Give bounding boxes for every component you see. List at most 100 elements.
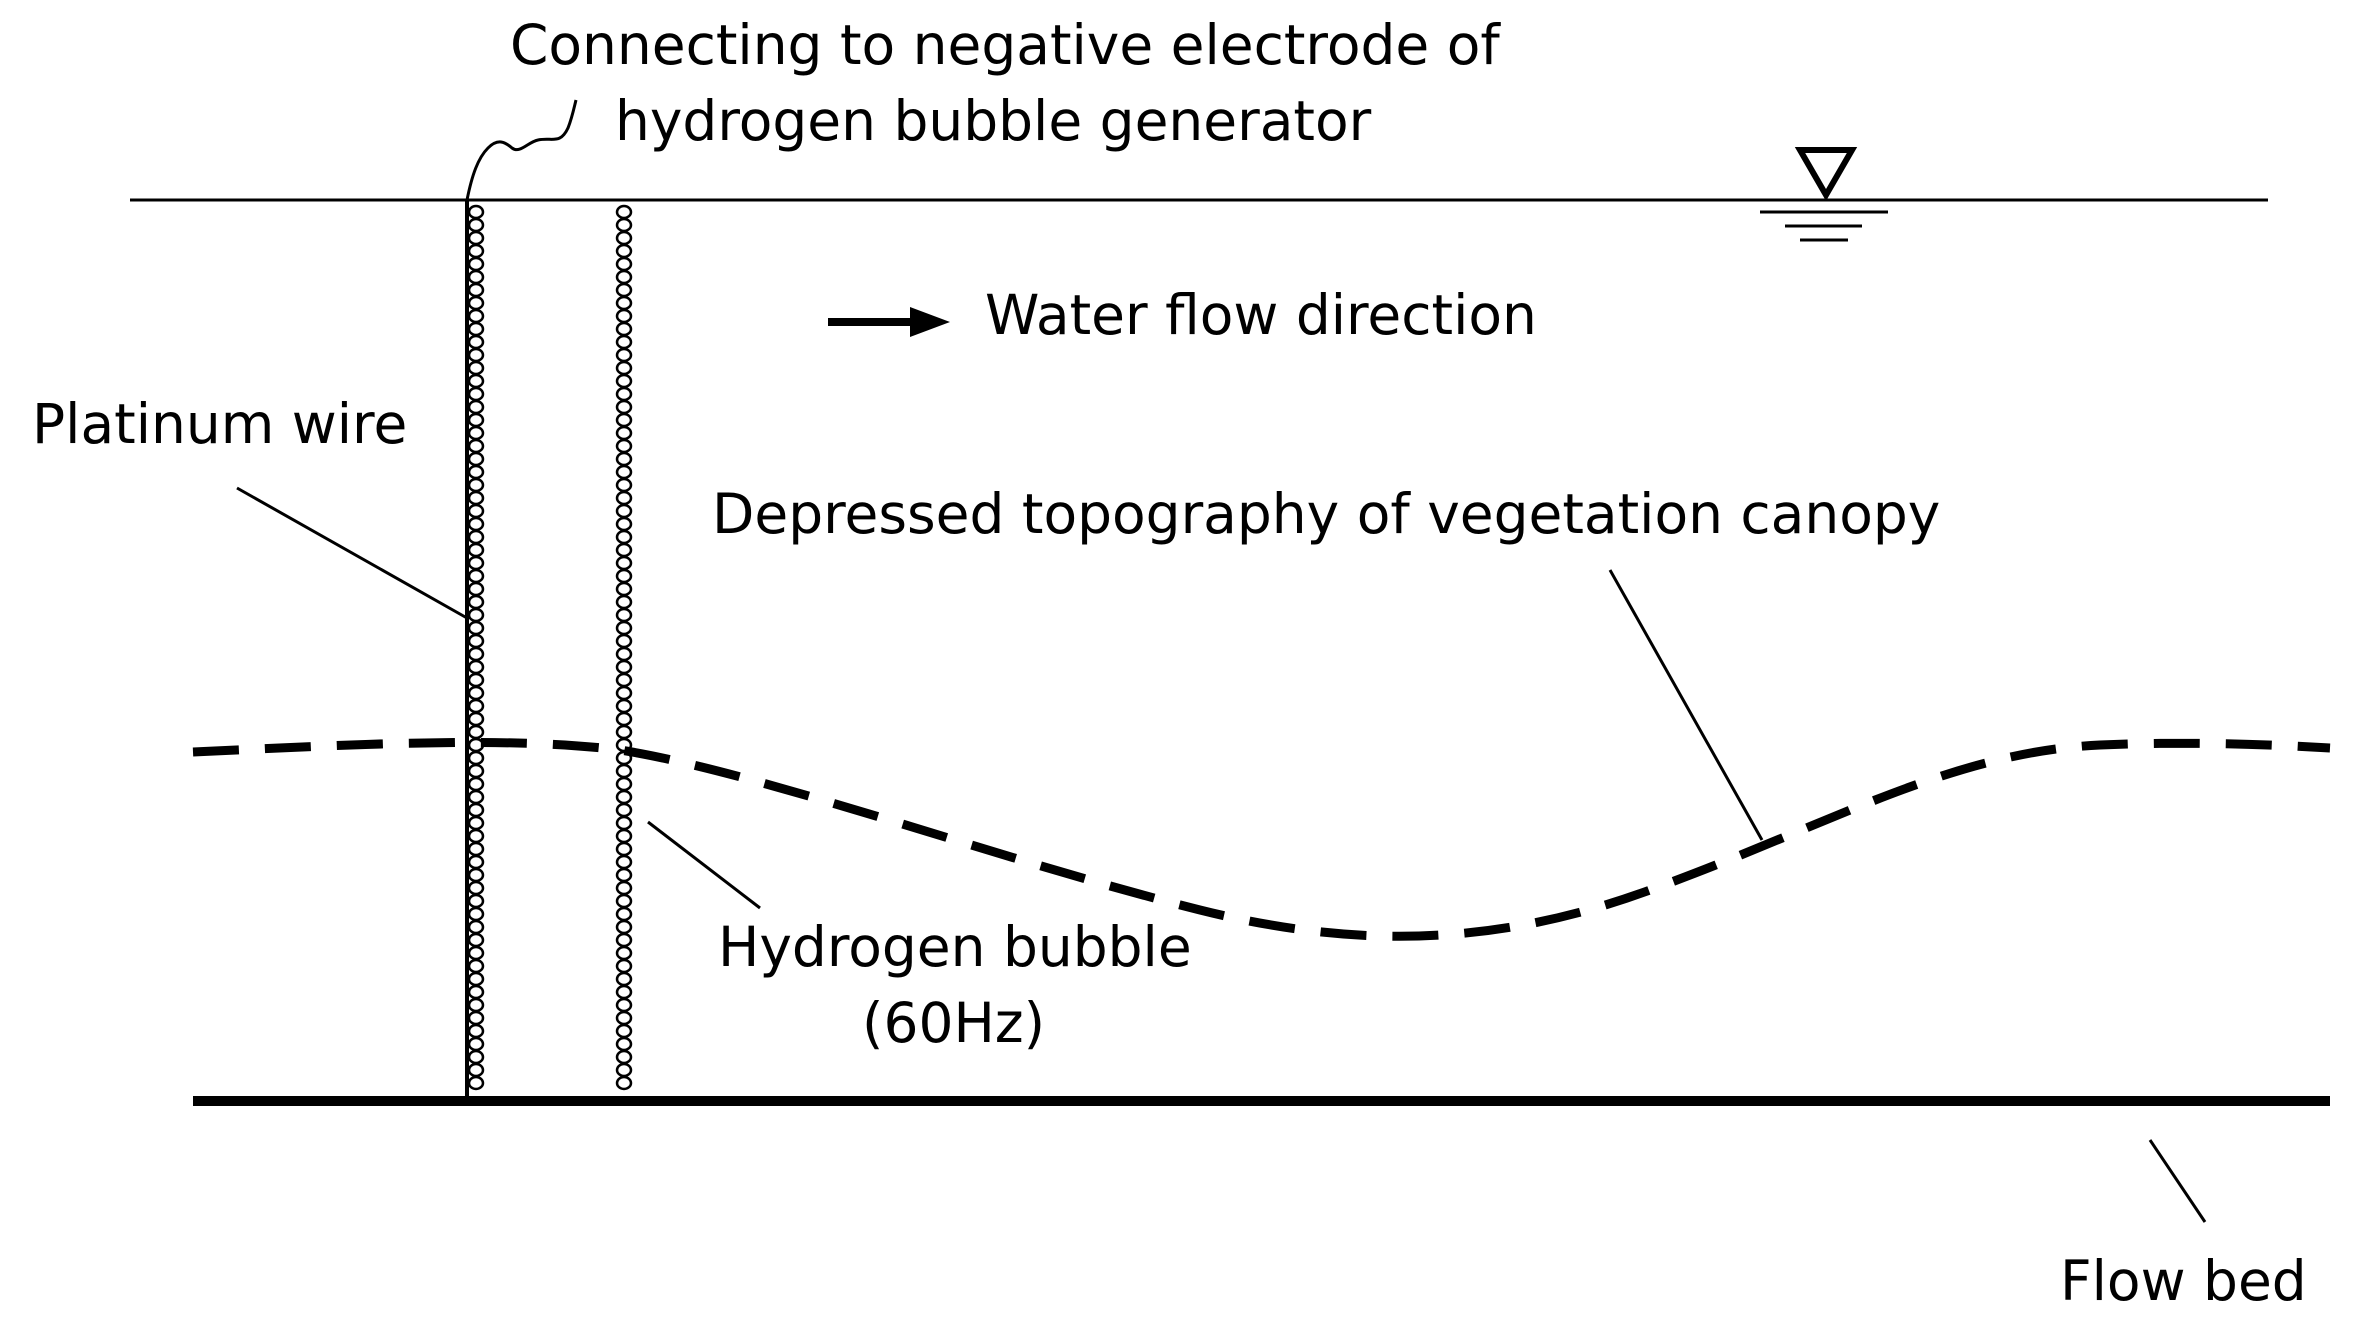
bubble — [467, 594, 485, 610]
bubble — [467, 750, 485, 766]
bubble — [467, 867, 485, 883]
bubble — [467, 971, 485, 987]
bubble — [615, 360, 633, 376]
bubble — [615, 243, 633, 259]
water-level-icon — [1760, 147, 1888, 242]
bubble — [615, 711, 633, 727]
canopy-topography-curve — [192, 737, 2331, 941]
bubble — [615, 217, 633, 233]
bubble — [467, 464, 485, 480]
bubble — [615, 1075, 633, 1091]
flow-bed-leader — [2148, 1139, 2207, 1223]
bubble — [615, 776, 633, 792]
bubble — [467, 711, 485, 727]
bubble — [615, 932, 633, 948]
canopy-leader — [1608, 569, 1764, 841]
bubble — [615, 802, 633, 818]
hydrogen-bubble-column-wire — [467, 204, 485, 1091]
bubble — [615, 503, 633, 519]
bubble — [467, 789, 485, 805]
bubble — [467, 295, 485, 311]
bubble — [615, 893, 633, 909]
bubble — [615, 880, 633, 896]
bubble — [615, 295, 633, 311]
bubble — [467, 204, 485, 220]
water-flow-label: Water flow direction — [985, 283, 1537, 347]
bubble — [467, 555, 485, 571]
bubble — [615, 581, 633, 597]
bubble — [467, 425, 485, 441]
bubble — [615, 321, 633, 337]
bubble — [615, 1049, 633, 1065]
electrode-label-line1: Connecting to negative electrode of — [510, 13, 1501, 77]
bubble — [467, 698, 485, 714]
bubble — [615, 906, 633, 922]
bubble — [615, 373, 633, 389]
bubble — [467, 1023, 485, 1039]
bubble — [467, 763, 485, 779]
bubble — [615, 308, 633, 324]
electrode-label-line2: hydrogen bubble generator — [615, 89, 1372, 153]
hydrogen-bubble-label: Hydrogen bubble — [718, 915, 1192, 979]
bubble — [467, 841, 485, 857]
bubble — [467, 1010, 485, 1026]
bubble — [615, 204, 633, 220]
bubble — [467, 815, 485, 831]
bubble — [467, 412, 485, 428]
bubble — [615, 1062, 633, 1078]
bubble — [615, 919, 633, 935]
bubble — [615, 477, 633, 493]
bubble — [615, 425, 633, 441]
bubble — [467, 620, 485, 636]
bubble — [467, 607, 485, 623]
bubble — [467, 516, 485, 532]
bubble — [467, 269, 485, 285]
bubble — [615, 386, 633, 402]
bubble — [467, 997, 485, 1013]
bubble — [467, 490, 485, 506]
bubble — [615, 672, 633, 688]
bubble — [615, 945, 633, 961]
bubble — [467, 880, 485, 896]
bubble — [467, 321, 485, 337]
bubble — [467, 893, 485, 909]
bubble — [615, 984, 633, 1000]
bubble — [615, 815, 633, 831]
bubble — [615, 230, 633, 246]
bubble — [467, 633, 485, 649]
bubble — [467, 373, 485, 389]
bubble — [615, 438, 633, 454]
bubble — [615, 334, 633, 350]
bubble — [467, 958, 485, 974]
bubble — [615, 516, 633, 532]
bubble — [615, 594, 633, 610]
bubble — [615, 1023, 633, 1039]
bubble — [467, 802, 485, 818]
bubble — [467, 386, 485, 402]
flow-bed-label: Flow bed — [2060, 1249, 2307, 1313]
bubble — [467, 932, 485, 948]
bubble — [467, 672, 485, 688]
bubble — [615, 763, 633, 779]
bubble — [467, 854, 485, 870]
bubble — [615, 529, 633, 545]
bubble — [467, 568, 485, 584]
bubble — [615, 854, 633, 870]
bubble — [615, 724, 633, 740]
bubble — [467, 919, 485, 935]
bubble — [467, 230, 485, 246]
platinum-wire-label: Platinum wire — [32, 392, 407, 456]
bubble — [615, 451, 633, 467]
right-arrow-icon — [828, 307, 950, 337]
bubble — [467, 256, 485, 272]
bubble — [615, 620, 633, 636]
bubble — [615, 1010, 633, 1026]
bubble — [615, 698, 633, 714]
bubble — [615, 659, 633, 675]
bubble — [615, 828, 633, 844]
bubble — [467, 529, 485, 545]
bubble — [467, 945, 485, 961]
bubble — [615, 555, 633, 571]
bubble — [467, 659, 485, 675]
bubble — [467, 347, 485, 363]
